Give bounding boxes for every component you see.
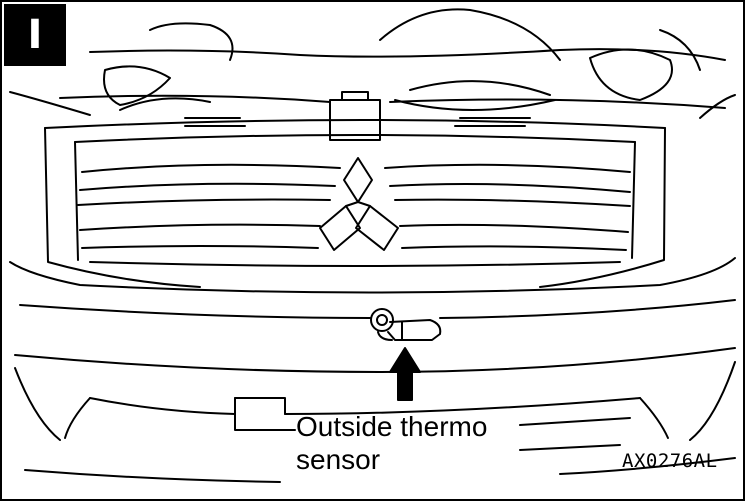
engine-bay-lines — [9, 8, 736, 141]
callout-line-2: sensor — [296, 444, 381, 475]
sensor-callout: Outside thermo sensor — [296, 410, 487, 476]
section-marker-icon: I — [4, 4, 66, 66]
three-diamond-emblem-icon — [319, 157, 399, 251]
grille — [44, 119, 666, 288]
bumper — [9, 257, 736, 483]
thermo-sensor-icon — [370, 308, 442, 341]
reference-code: AX0276AL — [622, 450, 718, 472]
up-arrow-icon — [389, 347, 421, 401]
callout-line-1: Outside thermo — [296, 411, 488, 442]
